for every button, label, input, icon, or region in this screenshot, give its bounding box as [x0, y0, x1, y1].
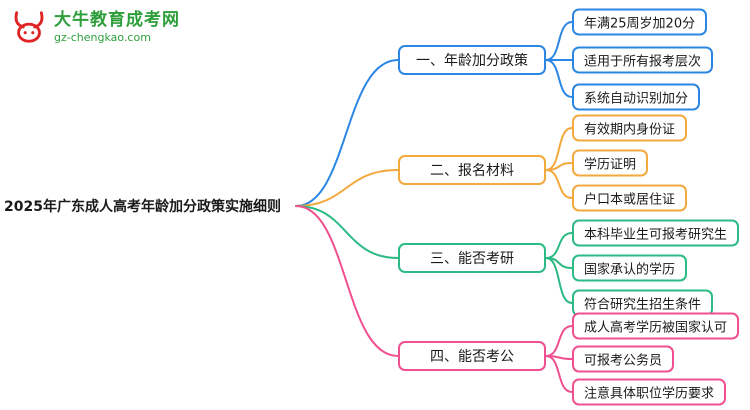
connector-branch2-leaf2: [545, 162, 573, 171]
connector-branch3-leaf3: [545, 257, 573, 304]
connector-root-branch3: [295, 205, 399, 259]
leaf-node: 注意具体职位学历要求: [572, 378, 727, 406]
connector-branch3-leaf1: [545, 232, 573, 259]
connector-branch1-leaf1: [545, 21, 573, 61]
connector-root-branch4: [295, 205, 399, 357]
leaf-node: 户口本或居住证: [572, 184, 688, 212]
leaf-node: 符合研究生招生条件: [572, 289, 714, 317]
site-domain: gz-chengkao.com: [54, 30, 151, 44]
connector-root-branch1: [295, 59, 399, 207]
site-logo[interactable]: 大牛教育成考网 gz-chengkao.com: [10, 8, 180, 46]
connector-branch4-leaf1: [545, 325, 573, 357]
leaf-node: 年满25周岁加20分: [572, 8, 708, 36]
connector-root-branch2: [295, 169, 399, 207]
branch-node-age-bonus-policy: 一、年龄加分政策: [398, 45, 546, 75]
leaf-node: 成人高考学历被国家认可: [572, 312, 740, 340]
leaf-node: 适用于所有报考层次: [572, 46, 714, 74]
root-topic: 2025年广东成人高考年龄加分政策实施细则: [4, 199, 281, 215]
connector-branch4-leaf3: [545, 355, 573, 393]
leaf-node: 本科毕业生可报考研究生: [572, 219, 740, 247]
leaf-node: 可报考公务员: [572, 345, 675, 373]
site-name: 大牛教育成考网: [54, 9, 180, 30]
logo-text: 大牛教育成考网 gz-chengkao.com: [54, 10, 180, 45]
bull-logo-icon: [14, 11, 44, 43]
leaf-node: 国家承认的学历: [572, 254, 688, 282]
leaf-node: 学历证明: [572, 149, 649, 177]
branch-node-postgraduate-eligibility: 三、能否考研: [398, 243, 546, 273]
leaf-node: 系统自动识别加分: [572, 83, 701, 111]
leaf-node: 有效期内身份证: [572, 114, 688, 142]
connector-branch2-leaf3: [545, 169, 573, 199]
branch-node-registration-materials: 二、报名材料: [398, 155, 546, 185]
connector-branch1-leaf3: [545, 59, 573, 98]
branch-node-civil-service-eligibility: 四、能否考公: [398, 341, 546, 371]
